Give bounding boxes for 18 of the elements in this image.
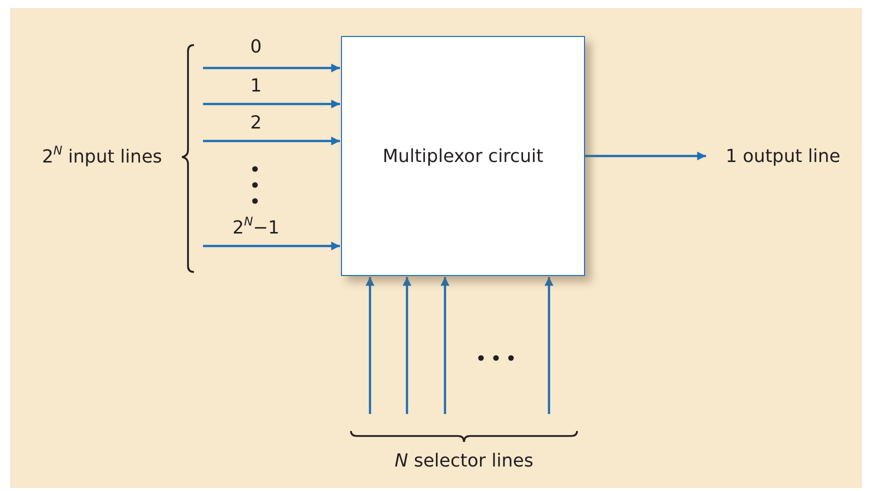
- edge-label: 1: [250, 76, 262, 96]
- output-label: 1 output line: [726, 146, 840, 166]
- edge-label: 2: [250, 112, 262, 134]
- multiplexor-box: [341, 36, 585, 276]
- arrow: [203, 242, 340, 250]
- arrow: [203, 136, 340, 146]
- edge-label: 0: [250, 36, 262, 58]
- arrow: [544, 277, 554, 414]
- arrow: [366, 277, 374, 414]
- arrow: [440, 277, 450, 414]
- arrow: [585, 152, 706, 160]
- arrow: [203, 64, 340, 72]
- arrow: [203, 100, 340, 108]
- edge-label: 2$^{N}$−1: [232, 218, 280, 238]
- arrow: [402, 277, 412, 414]
- bracket-label: N selector lines: [394, 450, 534, 472]
- bracket-label: 2$^{N}$ input lines: [42, 146, 162, 168]
- box-label: Multiplexor circuit: [382, 146, 544, 166]
